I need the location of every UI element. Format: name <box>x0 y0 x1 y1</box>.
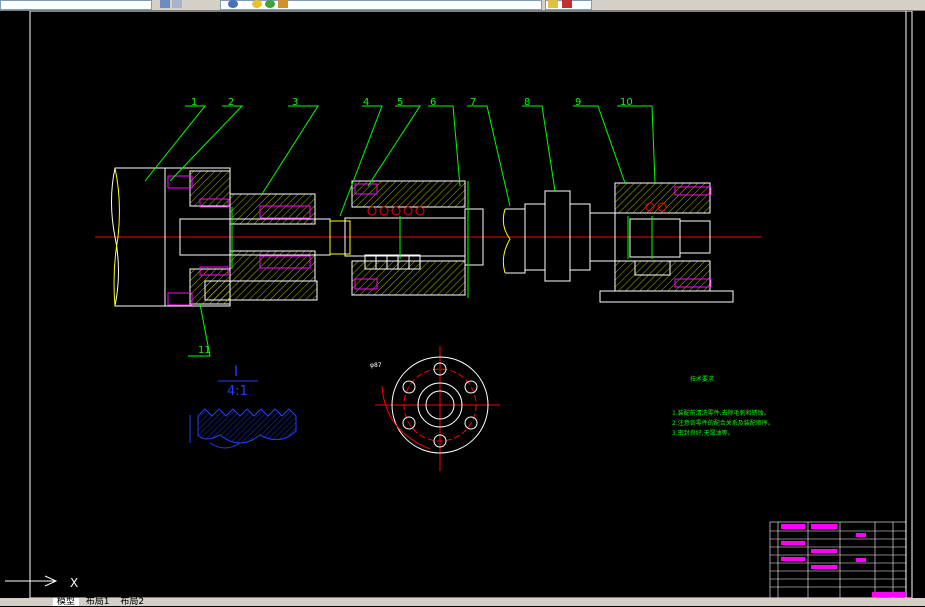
layer-dropdown[interactable] <box>0 0 152 10</box>
drawing-canvas[interactable]: 1 2 3 4 5 6 7 8 9 10 11 I 4:1 <box>0 11 925 600</box>
freeze-icon[interactable] <box>265 0 275 8</box>
tab-model[interactable]: 模型 <box>52 598 79 607</box>
balloon-4: 4 <box>363 97 369 108</box>
balloon-7: 7 <box>470 97 476 108</box>
balloon-2: 2 <box>228 97 234 108</box>
tab-layout-1[interactable]: 布局1 <box>85 597 110 607</box>
ucs-icon: X <box>5 575 78 590</box>
color-icon[interactable] <box>548 0 558 8</box>
notes-line-1: 1.装配前清洗零件,去除毛刺和锈蚀。 <box>672 409 770 417</box>
layer-manager-icon[interactable] <box>160 0 170 8</box>
ucs-x-label: X <box>70 576 78 590</box>
balloon-3: 3 <box>292 97 298 108</box>
detail-title: I <box>234 364 238 380</box>
tab-layout-2[interactable]: 布局2 <box>120 597 145 607</box>
balloon-8: 8 <box>524 97 530 108</box>
top-toolbar <box>0 0 925 11</box>
title-block <box>769 521 907 599</box>
notes-line-2: 2.注意各零件的配合关系及装配顺序。 <box>672 419 774 427</box>
layout-tabs-bar: 模型 布局1 布局2 <box>0 597 925 607</box>
balloon-5: 5 <box>397 97 403 108</box>
frame-edge <box>905 11 913 599</box>
balloon-numbers: 1 2 3 4 5 6 7 8 9 10 11 <box>191 97 633 356</box>
drawing-frame <box>29 11 907 599</box>
technical-notes: 技术要求 1.装配前清洗零件,去除毛刺和锈蚀。 2.注意各零件的配合关系及装配顺… <box>672 375 774 437</box>
lock-icon[interactable] <box>278 0 288 8</box>
properties-dropdown[interactable] <box>220 0 542 10</box>
balloon-11: 11 <box>198 345 211 356</box>
notes-heading: 技术要求 <box>690 375 714 383</box>
flange-end-view: φ87 <box>370 346 500 471</box>
assembly-section-view <box>111 167 734 307</box>
sun-icon[interactable] <box>252 0 262 8</box>
detail-scale: 4:1 <box>227 384 248 399</box>
flange-dia-label: φ87 <box>370 362 382 369</box>
balloon-9: 9 <box>575 97 581 108</box>
properties-icon[interactable] <box>228 0 238 8</box>
balloon-6: 6 <box>430 97 436 108</box>
balloon-1: 1 <box>191 97 197 108</box>
balloon-leaders <box>144 105 656 357</box>
layer-state-icon[interactable] <box>172 0 182 8</box>
detail-view: I 4:1 <box>189 364 297 449</box>
balloon-10: 10 <box>620 97 633 108</box>
notes-line-3: 3.密封良好,无漏油等。 <box>672 429 734 437</box>
linetype-icon[interactable] <box>562 0 572 8</box>
